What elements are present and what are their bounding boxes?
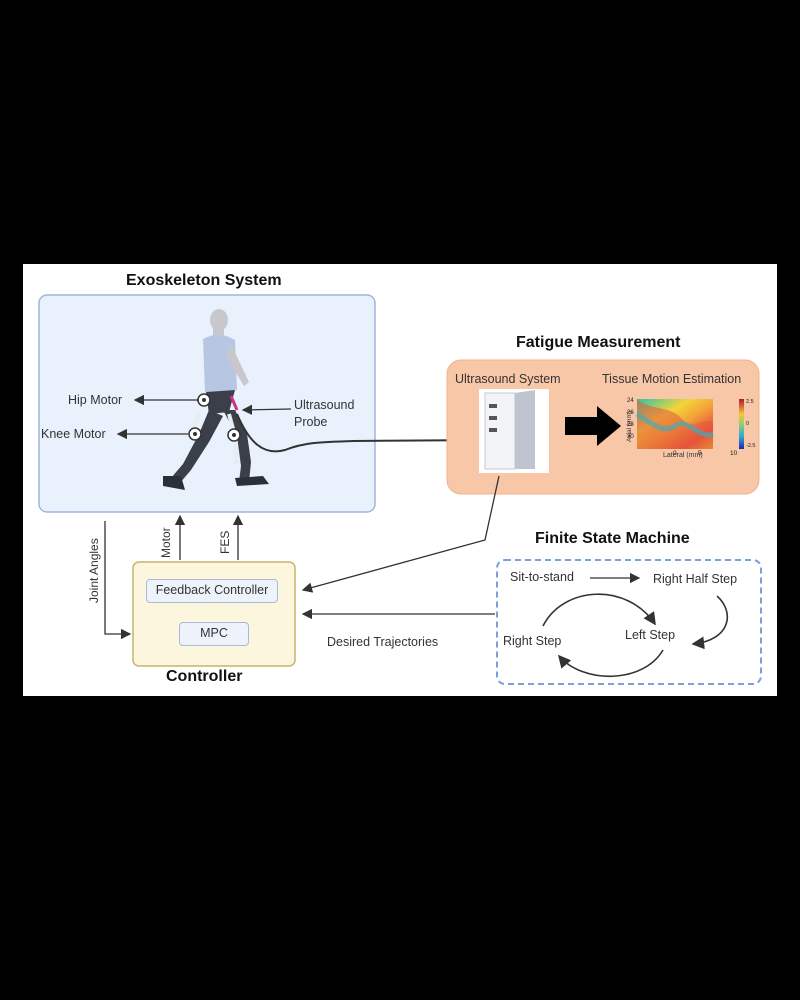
tissue-motion-heatmap (635, 399, 744, 449)
fsm-state-right-step: Right Step (503, 634, 562, 648)
exoskeleton-title: Exoskeleton System (126, 272, 282, 289)
heatmap-ytick: 26 (627, 410, 634, 416)
probe-cable (236, 413, 494, 453)
controller-title: Controller (166, 668, 243, 685)
heatmap-xtick: 10 (730, 450, 738, 457)
desired-trajectories-label: Desired Trajectories (327, 635, 439, 649)
motor-signal-label: Motor (159, 527, 173, 558)
colorbar-tick: 2.5 (746, 399, 754, 405)
fsm-state-left-step: Left Step (625, 628, 676, 642)
joint-angles-label: Joint Angles (87, 538, 101, 603)
heatmap-ytick: 28 (627, 422, 634, 428)
heatmap-xtick: 0 (673, 450, 677, 457)
ultrasound-feedback-line (301, 475, 500, 593)
person-exoskeleton-figure (163, 309, 269, 490)
probe-label-line1: Ultrasound (294, 398, 355, 412)
hip-motor-label: Hip Motor (68, 393, 123, 407)
ultrasound-system-label: Ultrasound System (455, 372, 561, 386)
controller-box (132, 561, 296, 667)
probe-label-line2: Probe (294, 415, 328, 429)
diagram-panel: Exoskeleton System Hip Motor Knee Motor … (23, 264, 777, 696)
diagram-canvas (38, 294, 762, 685)
fsm-transition-left-to-right-step (557, 649, 664, 678)
knee-motor-label: Knee Motor (41, 427, 106, 441)
colorbar-tick: -2.5 (746, 443, 756, 449)
ultrasound-machine-image (479, 389, 549, 473)
fsm-box (496, 559, 762, 685)
fsm-title: Finite State Machine (535, 530, 690, 547)
fatigue-title: Fatigue Measurement (516, 334, 681, 351)
feedback-controller-block: Feedback Controller (146, 579, 278, 603)
fsm-state-sit-to-stand: Sit-to-stand (510, 570, 574, 584)
process-arrow (565, 406, 621, 446)
probe-arrow (241, 404, 292, 416)
joint-angles-line (104, 521, 132, 640)
tissue-motion-label: Tissue Motion Estimation (602, 372, 742, 386)
heatmap-ytick: 24 (627, 398, 634, 404)
colorbar-tick: 0 (746, 421, 750, 427)
fsm-state-right-half-step: Right Half Step (653, 572, 738, 586)
fsm-transition-right-half-to-left (691, 595, 729, 650)
fes-signal-label: FES (218, 530, 232, 554)
mpc-block: MPC (179, 622, 249, 646)
heatmap-xtick: 5 (698, 450, 702, 457)
heatmap-xlabel: Lateral (mm) (663, 452, 703, 459)
fsm-transition-right-step-to-left (542, 593, 656, 627)
heatmap-ytick: 30 (627, 434, 634, 440)
